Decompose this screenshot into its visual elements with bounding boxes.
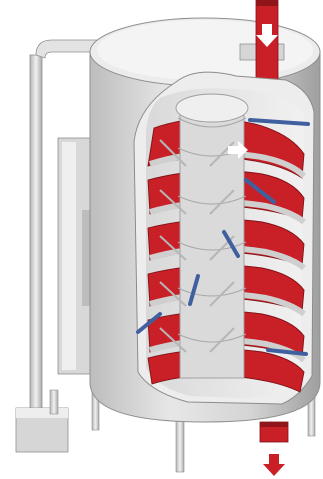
- outlet-arrow-icon: [263, 454, 285, 476]
- central-core: [176, 94, 248, 378]
- outlet-pipe: [260, 422, 288, 476]
